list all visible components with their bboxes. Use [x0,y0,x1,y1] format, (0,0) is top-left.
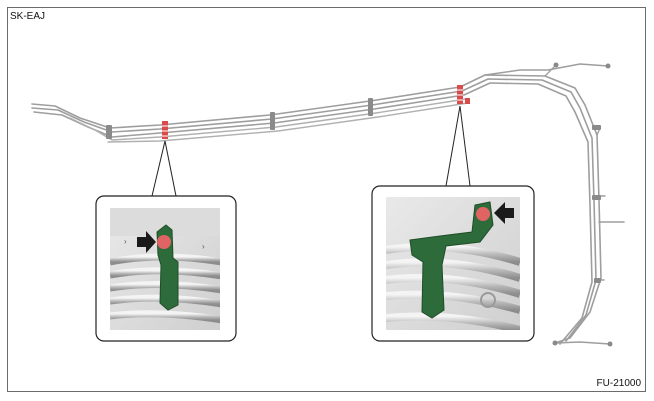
pointer-arrow-icon [494,202,514,224]
pipe-connectors [106,62,613,347]
figure-code-bottom: FU-21000 [596,378,641,389]
figure-code-top: SK-EAJ [10,11,46,22]
detail-callout-left: › › [95,195,237,342]
clip-marker-left [162,121,168,139]
callout-leader-right [445,105,471,187]
pointer-arrow-icon [137,231,156,253]
svg-text:›: › [202,242,205,251]
callout-leader-left [151,140,177,197]
detail-callout-right [371,185,535,342]
fuel-pipe-bundle [31,63,625,345]
svg-text:›: › [124,237,127,246]
clip-marker-right [457,85,470,104]
